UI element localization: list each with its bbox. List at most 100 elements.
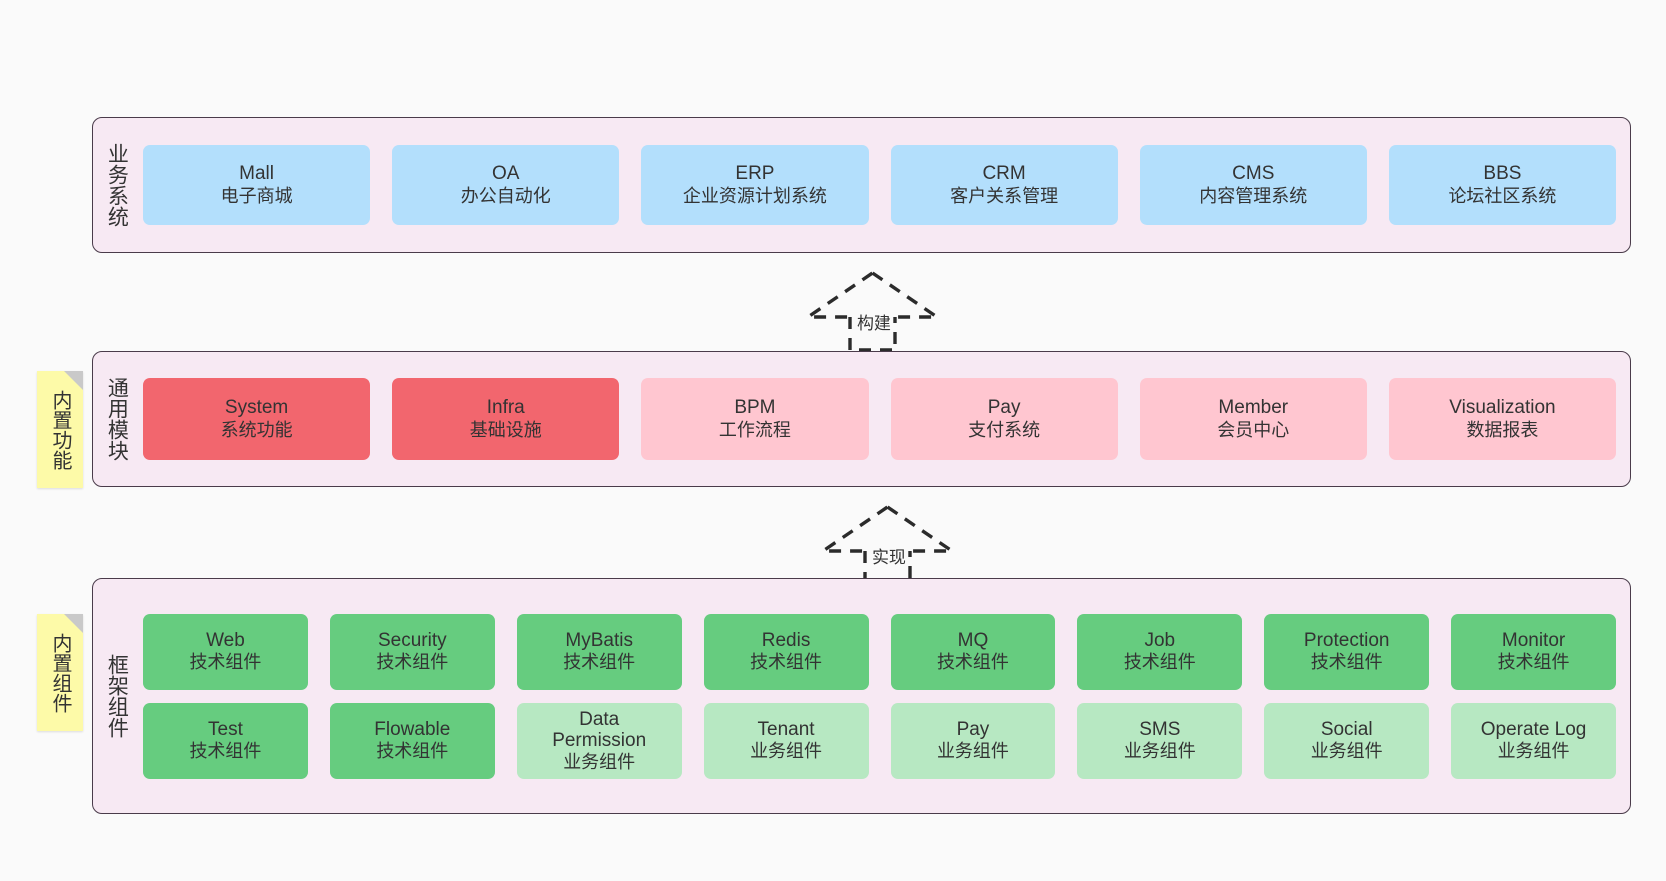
card-erp-en: ERP [735,163,775,185]
card-pay-module[interactable]: Pay 支付系统 [890,378,1118,460]
card-protection-en: Protection [1303,629,1390,651]
card-social[interactable]: Social 业务组件 [1264,702,1430,779]
card-monitor-en: Monitor [1501,629,1566,651]
layer-framework-component-title: 框架组件 [105,654,129,738]
card-erp[interactable]: ERP 企业资源计划系统 [641,145,869,225]
card-protection[interactable]: Protection 技术组件 [1264,613,1430,690]
card-security-en: Security [377,629,447,651]
layer-common-module-title: 通用模块 [105,377,129,461]
card-mall[interactable]: Mall 电子商城 [143,145,371,225]
sticky-fold-icon [64,614,83,633]
card-erp-cn: 企业资源计划系统 [682,185,827,206]
arrow-implement: 实现 [815,502,960,587]
card-cms[interactable]: CMS 内容管理系统 [1139,145,1367,225]
business-card-row: Mall 电子商城 OA 办公自动化 ERP 企业资源计划系统 CRM 客户关系… [143,145,1617,225]
layer-business-system-body: Mall 电子商城 OA 办公自动化 ERP 企业资源计划系统 CRM 客户关系… [139,118,1630,252]
common-card-row: System 系统功能 Infra 基础设施 BPM 工作流程 Pay 支付系统… [143,378,1617,460]
card-test[interactable]: Test 技术组件 [143,702,308,779]
layer-common-module-body: System 系统功能 Infra 基础设施 BPM 工作流程 Pay 支付系统… [139,352,1630,486]
card-pay-component-en: Pay [956,718,990,740]
card-bbs-cn: 论坛社区系统 [1448,185,1557,206]
sticky-note-builtin-feature: 内置功能 [37,371,83,488]
card-infra-en: Infra [486,397,525,419]
card-system[interactable]: System 系统功能 [143,378,371,460]
layer-business-system: 业务系统 Mall 电子商城 OA 办公自动化 ERP 企业资源计划系统 CRM… [92,117,1631,253]
card-redis-cn: 技术组件 [750,652,823,673]
card-data-permission-en: Data Permission [552,709,647,752]
card-bpm-en: BPM [734,397,776,419]
card-operate-log-cn: 业务组件 [1497,741,1570,762]
card-infra[interactable]: Infra 基础设施 [392,378,620,460]
card-redis[interactable]: Redis 技术组件 [703,613,869,690]
sticky-note-builtin-component-label: 内置组件 [49,632,71,713]
card-flowable[interactable]: Flowable 技术组件 [329,702,495,779]
card-test-en: Test [208,718,243,740]
card-tenant[interactable]: Tenant 业务组件 [703,702,869,779]
card-job[interactable]: Job 技术组件 [1077,613,1243,690]
card-crm[interactable]: CRM 客户关系管理 [890,145,1118,225]
sticky-fold-icon [64,371,83,390]
card-flowable-cn: 技术组件 [376,741,449,762]
card-oa-cn: 办公自动化 [460,185,551,206]
card-tenant-en: Tenant [757,718,815,740]
card-job-cn: 技术组件 [1123,652,1196,673]
sticky-note-builtin-component: 内置组件 [37,614,83,731]
card-sms[interactable]: SMS 业务组件 [1077,702,1243,779]
card-data-permission-cn: 业务组件 [563,751,636,772]
card-job-en: Job [1144,629,1176,651]
arrow-implement-shape [817,504,958,586]
card-visualization[interactable]: Visualization 数据报表 [1388,378,1617,460]
card-web[interactable]: Web 技术组件 [143,613,308,690]
layer-business-system-title: 业务系统 [105,143,129,227]
card-mybatis[interactable]: MyBatis 技术组件 [516,613,682,690]
arrow-implement-label: 实现 [869,543,908,568]
card-mybatis-en: MyBatis [565,629,633,651]
framework-tech-row: Web 技术组件 Security 技术组件 MyBatis 技术组件 Redi… [143,613,1616,690]
card-security-cn: 技术组件 [376,652,449,673]
card-tenant-cn: 业务组件 [750,741,823,762]
card-mq-en: MQ [957,629,989,651]
card-cms-cn: 内容管理系统 [1199,185,1308,206]
card-visualization-cn: 数据报表 [1466,419,1539,440]
card-web-cn: 技术组件 [189,652,262,673]
card-member-en: Member [1218,397,1289,419]
card-pay-component[interactable]: Pay 业务组件 [890,702,1056,779]
card-pay-module-en: Pay [987,397,1021,419]
card-test-cn: 技术组件 [189,741,262,762]
card-bbs[interactable]: BBS 论坛社区系统 [1388,145,1617,225]
card-system-en: System [224,397,289,419]
card-social-cn: 业务组件 [1310,741,1383,762]
card-redis-en: Redis [761,629,811,651]
card-data-permission[interactable]: Data Permission 业务组件 [516,702,682,779]
card-mq[interactable]: MQ 技术组件 [890,613,1056,690]
sticky-note-builtin-feature-label: 内置功能 [49,389,71,470]
card-mall-en: Mall [239,163,274,185]
card-flowable-en: Flowable [374,718,451,740]
card-bpm-cn: 工作流程 [718,419,791,440]
card-mq-cn: 技术组件 [936,652,1009,673]
arrow-build-shape [802,270,943,352]
card-operate-log-en: Operate Log [1480,718,1587,740]
layer-framework-component-body: Web 技术组件 Security 技术组件 MyBatis 技术组件 Redi… [139,579,1630,813]
card-monitor[interactable]: Monitor 技术组件 [1451,613,1616,690]
card-operate-log[interactable]: Operate Log 业务组件 [1451,702,1616,779]
arrow-build: 构建 [800,268,945,353]
arrow-build-label: 构建 [854,309,893,334]
card-security[interactable]: Security 技术组件 [329,613,495,690]
card-visualization-en: Visualization [1449,397,1556,419]
card-social-en: Social [1320,718,1373,740]
card-crm-cn: 客户关系管理 [950,185,1059,206]
card-sms-cn: 业务组件 [1123,741,1196,762]
framework-business-row: Test 技术组件 Flowable 技术组件 Data Permission … [143,702,1616,779]
card-protection-cn: 技术组件 [1310,652,1383,673]
card-oa[interactable]: OA 办公自动化 [392,145,620,225]
card-infra-cn: 基础设施 [469,419,542,440]
card-system-cn: 系统功能 [220,419,293,440]
card-web-en: Web [206,629,245,651]
card-pay-component-cn: 业务组件 [936,741,1009,762]
card-member[interactable]: Member 会员中心 [1139,378,1367,460]
card-bpm[interactable]: BPM 工作流程 [641,378,869,460]
card-bbs-en: BBS [1483,163,1522,185]
card-pay-module-cn: 支付系统 [968,419,1041,440]
card-oa-en: OA [492,163,520,185]
